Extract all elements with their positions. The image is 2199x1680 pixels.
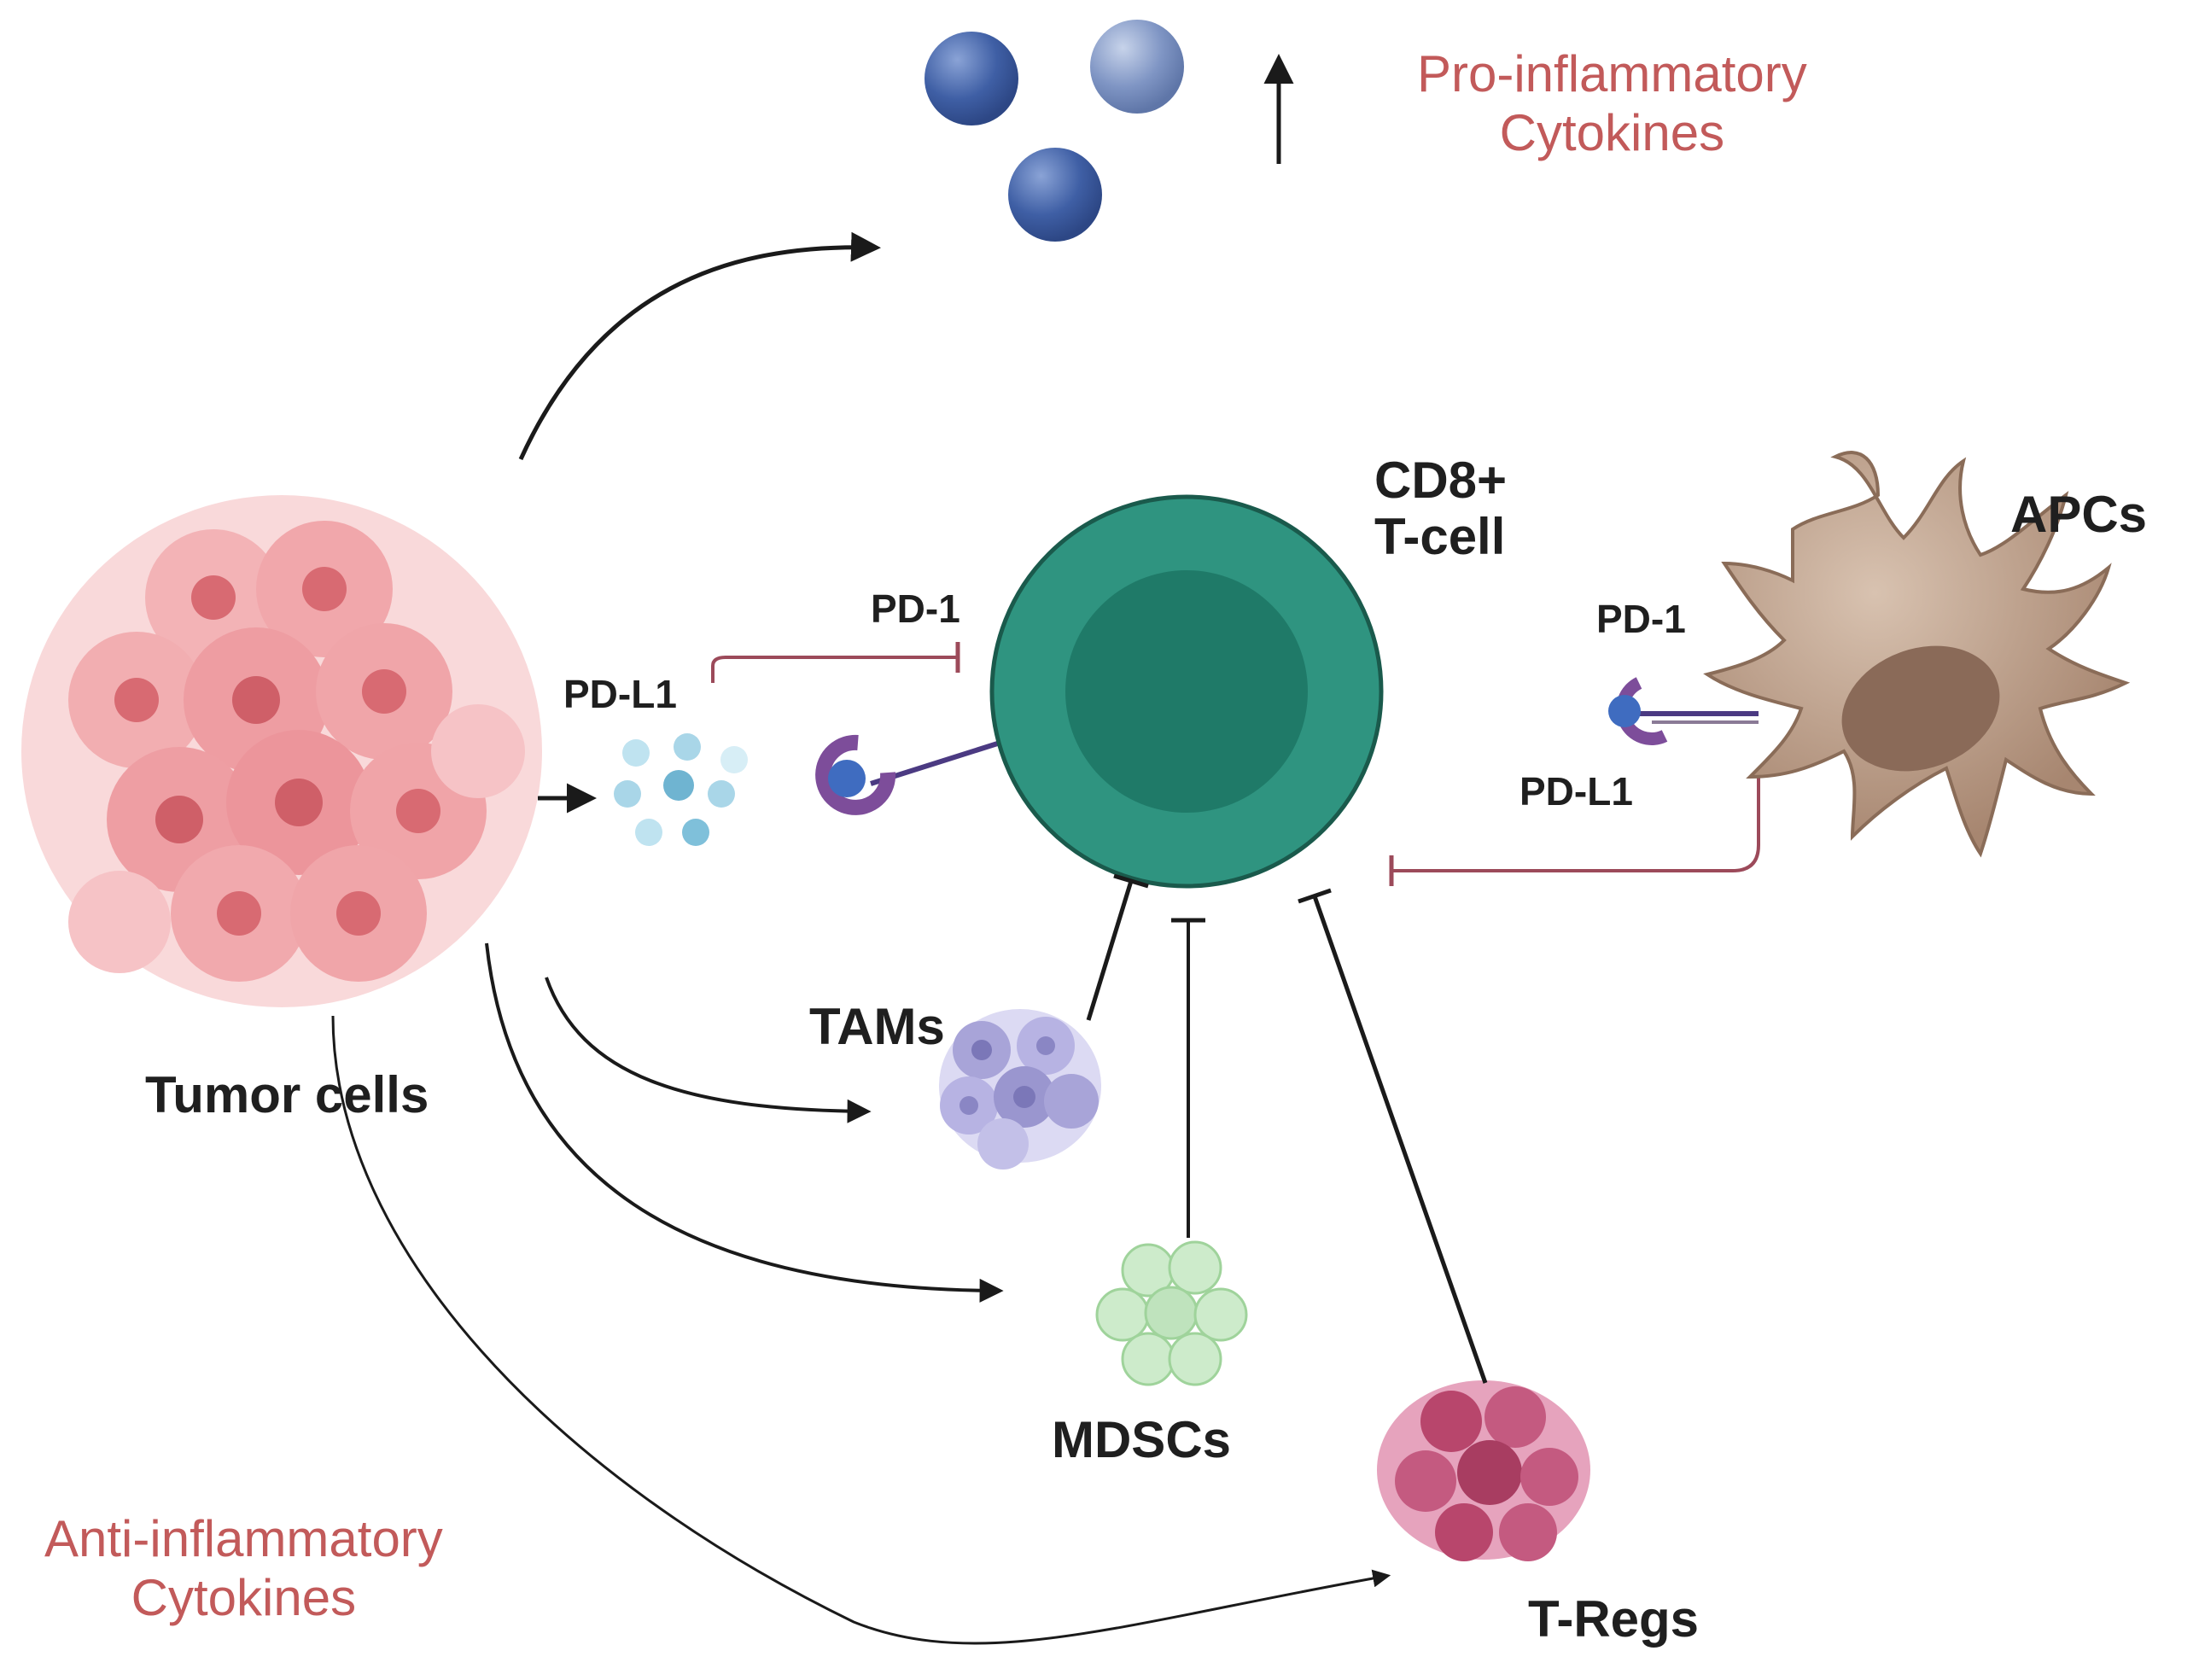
cytokine-sphere bbox=[1090, 20, 1184, 114]
cytokine-sphere bbox=[925, 32, 1018, 125]
pro-inflammatory-line1: Pro-inflammatory bbox=[1417, 45, 1807, 102]
inhibit-tams-to-tcell bbox=[1086, 873, 1149, 1021]
inhibit-mdscs-to-tcell bbox=[1171, 918, 1205, 1238]
pro-inflammatory-line2: Cytokines bbox=[1499, 104, 1725, 161]
tumor-cells-label: Tumor cells bbox=[145, 1066, 429, 1123]
pro-inflammatory-cytokines bbox=[925, 20, 1184, 242]
inhibit-tregs-to-tcell bbox=[1298, 888, 1488, 1384]
pd1-left-label: PD-1 bbox=[871, 586, 960, 631]
cd8-label-line1: CD8+ bbox=[1374, 452, 1508, 509]
anti-inflammatory-line2: Cytokines bbox=[131, 1569, 357, 1626]
anti-inflammatory-cytokines-label: Anti-inflammatory Cytokines bbox=[44, 1509, 443, 1627]
cd8-label-line2: T-cell bbox=[1374, 508, 1506, 565]
tams-cluster bbox=[939, 1009, 1101, 1170]
pdl1-right-label: PD-L1 bbox=[1519, 769, 1633, 814]
arrow-tumor-to-mdscs bbox=[485, 942, 1004, 1303]
tams-label: TAMs bbox=[809, 998, 945, 1055]
cd8-t-cell bbox=[989, 494, 1384, 889]
pd1-right-label: PD-1 bbox=[1596, 597, 1686, 641]
tumor-cells-cluster bbox=[21, 495, 542, 1007]
inhibit-apc-to-tcell bbox=[1391, 777, 1760, 872]
mdscs-cluster bbox=[1095, 1240, 1248, 1386]
cd8-tcell-label: CD8+ T-cell bbox=[1374, 452, 1507, 565]
pd1-receptor-left bbox=[815, 734, 1006, 815]
arrow-tumor-to-cytokines bbox=[518, 231, 881, 461]
pd1-pdl1-receptor-right bbox=[1608, 677, 1759, 745]
tregs-label: T-Regs bbox=[1528, 1590, 1700, 1648]
mdscs-label: MDSCs bbox=[1052, 1411, 1232, 1468]
cytokine-sphere bbox=[1008, 148, 1102, 242]
inhibit-pdl1-to-pd1-left bbox=[711, 656, 958, 683]
arrow-tumor-to-tregs bbox=[331, 1015, 1391, 1645]
pro-inflammatory-cytokines-label: Pro-inflammatory Cytokines bbox=[1417, 44, 1807, 162]
pdl1-left-label: PD-L1 bbox=[563, 672, 677, 716]
apc-dendritic-cell bbox=[1703, 451, 2131, 858]
arrow-tumor-to-tams bbox=[545, 977, 872, 1123]
pdl1-soluble-particles bbox=[614, 733, 748, 846]
tregs-cluster bbox=[1377, 1380, 1590, 1561]
apcs-label: APCs bbox=[2010, 486, 2148, 543]
anti-inflammatory-line1: Anti-inflammatory bbox=[44, 1510, 443, 1567]
